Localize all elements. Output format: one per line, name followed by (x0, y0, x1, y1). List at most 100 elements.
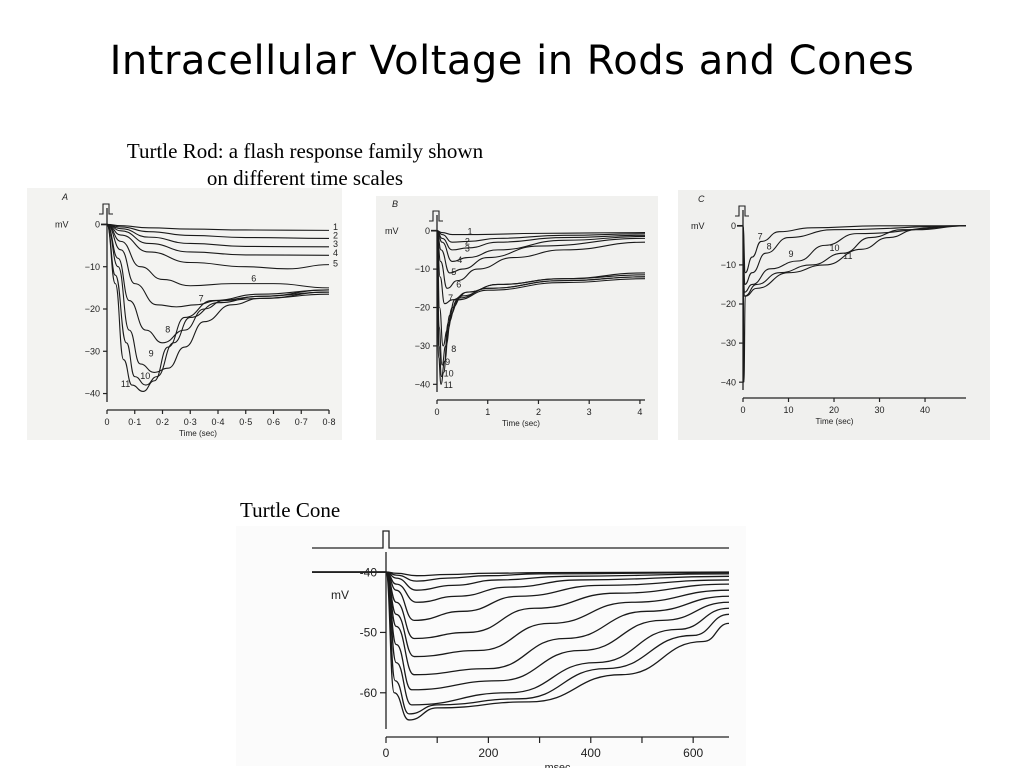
chart-B-series-label-10: 10 (444, 369, 454, 379)
chart-A-series-label-4: 4 (333, 248, 338, 258)
chart-A-series-label-9: 9 (149, 348, 154, 358)
chart-C-series-label-9: 9 (789, 249, 794, 259)
chart-cone-series-h (385, 571, 730, 676)
chart-cone-stimulus-trace (312, 530, 729, 549)
rod-caption-line1: Turtle Rod: a flash response family show… (126, 139, 484, 163)
chart-B-series-2 (436, 230, 646, 243)
chart-B-x-tick-label: 4 (637, 407, 642, 417)
chart-B-series-label-5: 5 (451, 267, 456, 277)
chart-C-x-label: Time (sec) (816, 417, 854, 426)
chart-A-series-label-3: 3 (333, 239, 338, 249)
chart-B-x-label: Time (sec) (502, 419, 540, 428)
chart-B-series-label-11: 11 (444, 380, 453, 390)
chart-A-y-tick-label: 0 (95, 220, 100, 230)
chart-C-series-8 (742, 225, 967, 286)
chart-A-series-6 (106, 223, 330, 289)
chart-A-x-tick-label: 0·7 (295, 417, 308, 427)
chart-C-series-label-10: 10 (829, 243, 839, 253)
chart-B-series-5 (436, 230, 646, 274)
chart-A-x-tick-label: 0·4 (211, 417, 224, 427)
chart-cone-series-a (385, 571, 730, 577)
chart-A-x-tick-label: 0·8 (322, 417, 335, 427)
chart-A-series-label-1: 1 (333, 222, 338, 232)
chart-A-series-label-5: 5 (333, 258, 338, 268)
chart-cone-x-tick-label: 400 (581, 746, 601, 760)
chart-A-series-label-6: 6 (251, 274, 256, 284)
chart-A-series-label-10: 10 (140, 371, 150, 381)
chart-cone-series-l (385, 571, 730, 721)
chart-A-y-tick-label: −40 (85, 389, 100, 399)
chart-cone-y-label: mV (331, 588, 349, 602)
chart-B-x-tick-label: 1 (485, 407, 490, 417)
chart-cone-x-label: msec (545, 762, 571, 768)
chart-B-series-label-4: 4 (457, 255, 462, 265)
chart-cone-x-tick-label: 0 (383, 746, 390, 760)
chart-B-series-label-8: 8 (451, 344, 456, 354)
chart-B-y-tick-label: −20 (415, 303, 430, 313)
chart-A-panel-letter: A (61, 192, 68, 202)
chart-B-series-4 (436, 230, 646, 262)
chart-C-x-tick-label: 0 (740, 405, 745, 415)
chart-cone-series-c (385, 571, 730, 591)
chart-cone-series-i (385, 571, 730, 691)
chart-A-series-9 (106, 223, 330, 373)
chart-cone-x-tick-label: 200 (478, 746, 498, 760)
chart-cone-y-tick-label: -60 (360, 686, 378, 700)
chart-C-x-tick-label: 30 (875, 405, 885, 415)
chart-A-x-tick-label: 0·6 (267, 417, 280, 427)
cone-caption: Turtle Cone (240, 498, 341, 522)
chart-A-series-4 (106, 223, 330, 256)
chart-cone-series-f (385, 571, 730, 640)
chart-cone-series-j (385, 571, 730, 706)
chart-A-y-tick-label: −30 (85, 346, 100, 356)
chart-B-series-11 (436, 230, 646, 385)
chart-B-y-tick-label: 0 (425, 226, 430, 236)
chart-B-y-label: mV (385, 226, 399, 236)
chart-B-series-10 (436, 230, 646, 378)
chart-B-series-label-2: 2 (465, 236, 470, 246)
chart-cone-series-k (385, 571, 730, 715)
chart-B-series-8 (436, 230, 646, 347)
chart-A-x-tick-label: 0·5 (239, 417, 252, 427)
chart-B-series-label-9: 9 (445, 357, 450, 367)
chart-C-y-tick-label: −30 (721, 338, 736, 348)
chart-B-panel-letter: B (392, 199, 398, 209)
chart-B-stimulus-marker (429, 210, 443, 222)
chart-A-series-label-7: 7 (199, 293, 204, 303)
chart-C-stimulus-marker (735, 205, 749, 217)
chart-C-y-tick-label: −10 (721, 260, 736, 270)
chart-C-y-tick-label: 0 (731, 221, 736, 231)
chart-B-y-tick-label: −30 (415, 341, 430, 351)
chart-B-series-3 (436, 230, 646, 251)
chart-C-x-tick-label: 40 (920, 405, 930, 415)
chart-cone-series-e (385, 571, 730, 622)
chart-B-y-tick-label: −10 (415, 264, 430, 274)
chart-cone-y-tick-label: -50 (360, 626, 378, 640)
chart-B-series-6 (436, 230, 646, 289)
chart-B-series-1 (436, 230, 646, 236)
chart-C-x-tick-label: 10 (784, 405, 794, 415)
chart-C-series-11 (742, 225, 967, 383)
chart-B-y-tick-label: −40 (415, 379, 430, 389)
chart-C-y-tick-label: −40 (721, 377, 736, 387)
chart-A-series-label-8: 8 (165, 324, 170, 334)
chart-A-series-11 (106, 223, 330, 392)
chart-C-x-tick-label: 20 (829, 405, 839, 415)
chart-B-x-tick-label: 3 (587, 407, 592, 417)
chart-A-series-3 (106, 223, 330, 248)
chart-A-series-1 (106, 223, 330, 231)
chart-C-series-label-7: 7 (758, 232, 763, 242)
chart-A-x-tick-label: 0·3 (184, 417, 197, 427)
chart-B-series-label-1: 1 (467, 226, 472, 236)
slide-title: Intracellular Voltage in Rods and Cones (109, 38, 915, 84)
chart-A-y-label: mV (55, 220, 69, 230)
chart-A-series-2 (106, 223, 330, 239)
chart-A-x-tick-label: 0 (104, 417, 109, 427)
